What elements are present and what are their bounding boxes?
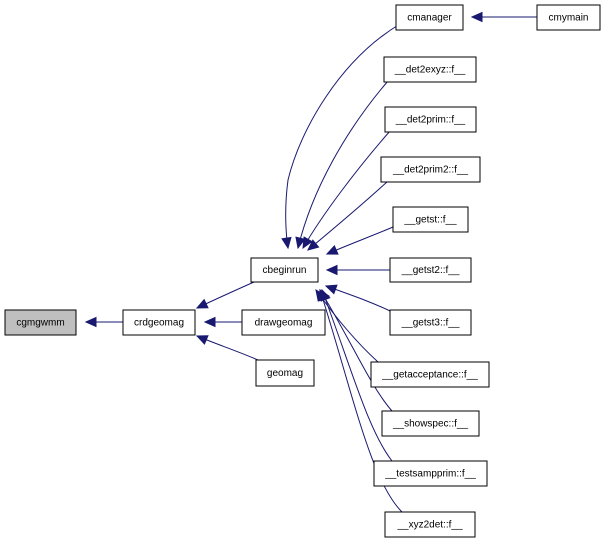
node-label: __getst2::f__ — [401, 265, 460, 276]
node-box — [122, 309, 196, 336]
edge-xyz2det-to-cbeginrun — [318, 288, 403, 513]
edge-det2prim-to-cbeginrun — [302, 130, 391, 250]
edge-line — [321, 289, 393, 462]
node-label: geomag — [267, 368, 303, 379]
arrowhead-icon — [195, 298, 209, 309]
edge-drawgeomag-to-crdgeomag — [203, 316, 242, 328]
node-label: cmymain — [548, 13, 588, 24]
node-det2prim[interactable]: __det2prim::f__ — [384, 106, 477, 133]
arrowhead-icon — [84, 316, 97, 328]
node-box — [536, 4, 601, 31]
edge-cmymain-to-cmanager — [470, 11, 537, 23]
node-box — [373, 460, 488, 487]
edge-getst3-to-cbeginrun — [324, 284, 393, 313]
node-box — [389, 309, 472, 336]
edge-line — [319, 289, 403, 513]
arrowhead-icon — [307, 239, 320, 251]
edge-showspec-to-cbeginrun — [319, 288, 393, 412]
node-testsampprim[interactable]: __testsampprim::f__ — [373, 460, 488, 487]
arrowhead-icon — [203, 316, 216, 328]
edge-getst-to-cbeginrun — [325, 226, 394, 255]
node-det2prim2[interactable]: __det2prim2::f__ — [380, 156, 481, 183]
edge-crdgeomag-to-cgmgwmm — [84, 316, 123, 328]
node-label: __getacceptance::f__ — [381, 370, 478, 381]
nodes-layer: cgmgwmm crdgeomag cbeginrun drawgeomag geoma… — [4, 4, 601, 538]
node-box — [383, 56, 477, 83]
node-cmymain[interactable]: cmymain — [536, 4, 601, 31]
edge-cbeginrun-to-crdgeomag — [195, 281, 255, 309]
node-label: crdgeomag — [134, 318, 184, 329]
node-box — [370, 361, 490, 388]
node-showspec[interactable]: __showspec::f__ — [381, 410, 480, 437]
arrowhead-icon — [318, 288, 329, 302]
arrowhead-icon — [195, 335, 209, 345]
node-label: __testsampprim::f__ — [384, 469, 476, 480]
arrowhead-icon — [302, 236, 313, 250]
node-cmanager[interactable]: cmanager — [395, 4, 464, 31]
node-box — [395, 4, 464, 31]
node-cgmgwmm[interactable]: cgmgwmm — [4, 309, 77, 336]
arrowhead-icon — [324, 284, 338, 295]
node-box — [384, 106, 477, 133]
node-label: __getst::f__ — [403, 215, 457, 226]
node-box — [241, 309, 326, 336]
edges-layer — [84, 11, 537, 513]
node-getst3[interactable]: __getst3::f__ — [389, 309, 472, 336]
node-cbeginrun[interactable]: cbeginrun — [250, 257, 319, 283]
edge-getst2-to-cbeginrun — [325, 264, 390, 276]
node-crdgeomag[interactable]: crdgeomag — [122, 309, 196, 336]
node-drawgeomag[interactable]: drawgeomag — [241, 309, 326, 336]
edge-cmanager-to-cbeginrun — [281, 23, 401, 250]
edge-geomag-to-crdgeomag — [195, 335, 259, 361]
edge-line — [326, 226, 394, 255]
arrowhead-icon — [325, 244, 339, 255]
edge-line — [325, 285, 393, 313]
node-box — [381, 410, 480, 437]
node-xyz2det[interactable]: __xyz2det::f__ — [384, 511, 476, 538]
arrowhead-icon — [295, 236, 306, 250]
node-label: __det2prim2::f__ — [392, 165, 468, 176]
arrowhead-icon — [470, 11, 483, 23]
node-getacceptance[interactable]: __getacceptance::f__ — [370, 361, 490, 388]
arrowhead-icon — [281, 236, 292, 250]
node-label: cmanager — [407, 13, 452, 24]
node-box — [250, 257, 319, 283]
node-label: __showspec::f__ — [392, 419, 468, 430]
node-box — [380, 156, 481, 183]
node-label: cbeginrun — [263, 265, 307, 276]
edge-line — [285, 23, 401, 249]
edge-line — [302, 130, 391, 249]
node-label: __getst3::f__ — [401, 318, 460, 329]
node-box — [392, 206, 469, 233]
node-getst2[interactable]: __getst2::f__ — [389, 257, 472, 283]
arrowhead-icon — [325, 264, 338, 276]
node-box — [4, 309, 77, 336]
edge-line — [307, 180, 389, 251]
node-label: cgmgwmm — [16, 318, 64, 329]
edge-line — [297, 80, 389, 249]
edge-det2prim2-to-cbeginrun — [307, 180, 389, 251]
node-box — [255, 359, 315, 387]
node-label: drawgeomag — [255, 318, 313, 329]
node-box — [384, 511, 476, 538]
edge-line — [319, 289, 393, 412]
node-getst[interactable]: __getst::f__ — [392, 206, 469, 233]
node-label: __det2prim::f__ — [395, 115, 466, 126]
node-det2exyz[interactable]: __det2exyz::f__ — [383, 56, 477, 83]
node-geomag[interactable]: geomag — [255, 359, 315, 387]
node-label: __xyz2det::f__ — [396, 520, 462, 531]
edge-det2exyz-to-cbeginrun — [295, 80, 389, 250]
node-box — [389, 257, 472, 283]
node-label: __det2exyz::f__ — [394, 65, 466, 76]
